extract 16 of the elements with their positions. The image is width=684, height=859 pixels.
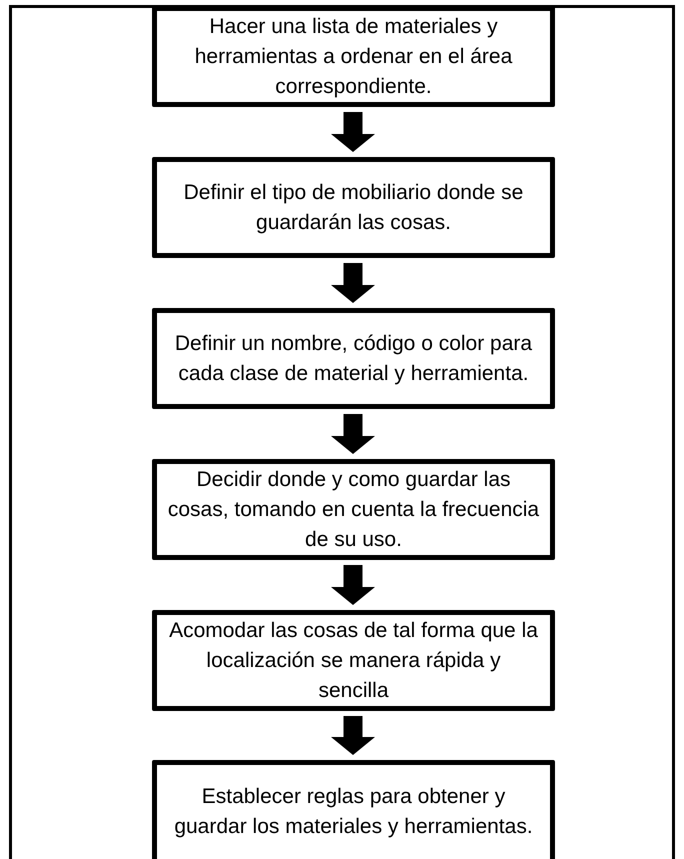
block-arrow (331, 716, 375, 755)
block-arrow (331, 414, 375, 454)
process-box (152, 760, 555, 859)
process-box (152, 610, 555, 711)
process-box (152, 157, 555, 258)
step-text: Definir un nombre, código o color para cada clase de material y herramienta. (174, 330, 534, 386)
process-box (152, 308, 555, 409)
step-text: Acomodar las cosas de tal forma que la localización se manera rápida y sencilla (168, 618, 539, 704)
block-arrow (331, 263, 375, 303)
process-box (152, 6, 555, 107)
step-text: Definir el tipo de mobiliario donde se guardarán las cosas. (182, 180, 524, 236)
block-arrow (331, 112, 375, 152)
step-text: Hacer una lista de materiales y herramientas a ordenar en el área correspondiente. (194, 14, 514, 100)
step-text: Establecer reglas para obtener y guardar los materiales y herramientas. (173, 784, 534, 840)
step-text: Decidir donde y como guardar las cosas, tomando en cuenta la frecuencia de su uso. (167, 466, 540, 552)
process-box (152, 459, 555, 560)
